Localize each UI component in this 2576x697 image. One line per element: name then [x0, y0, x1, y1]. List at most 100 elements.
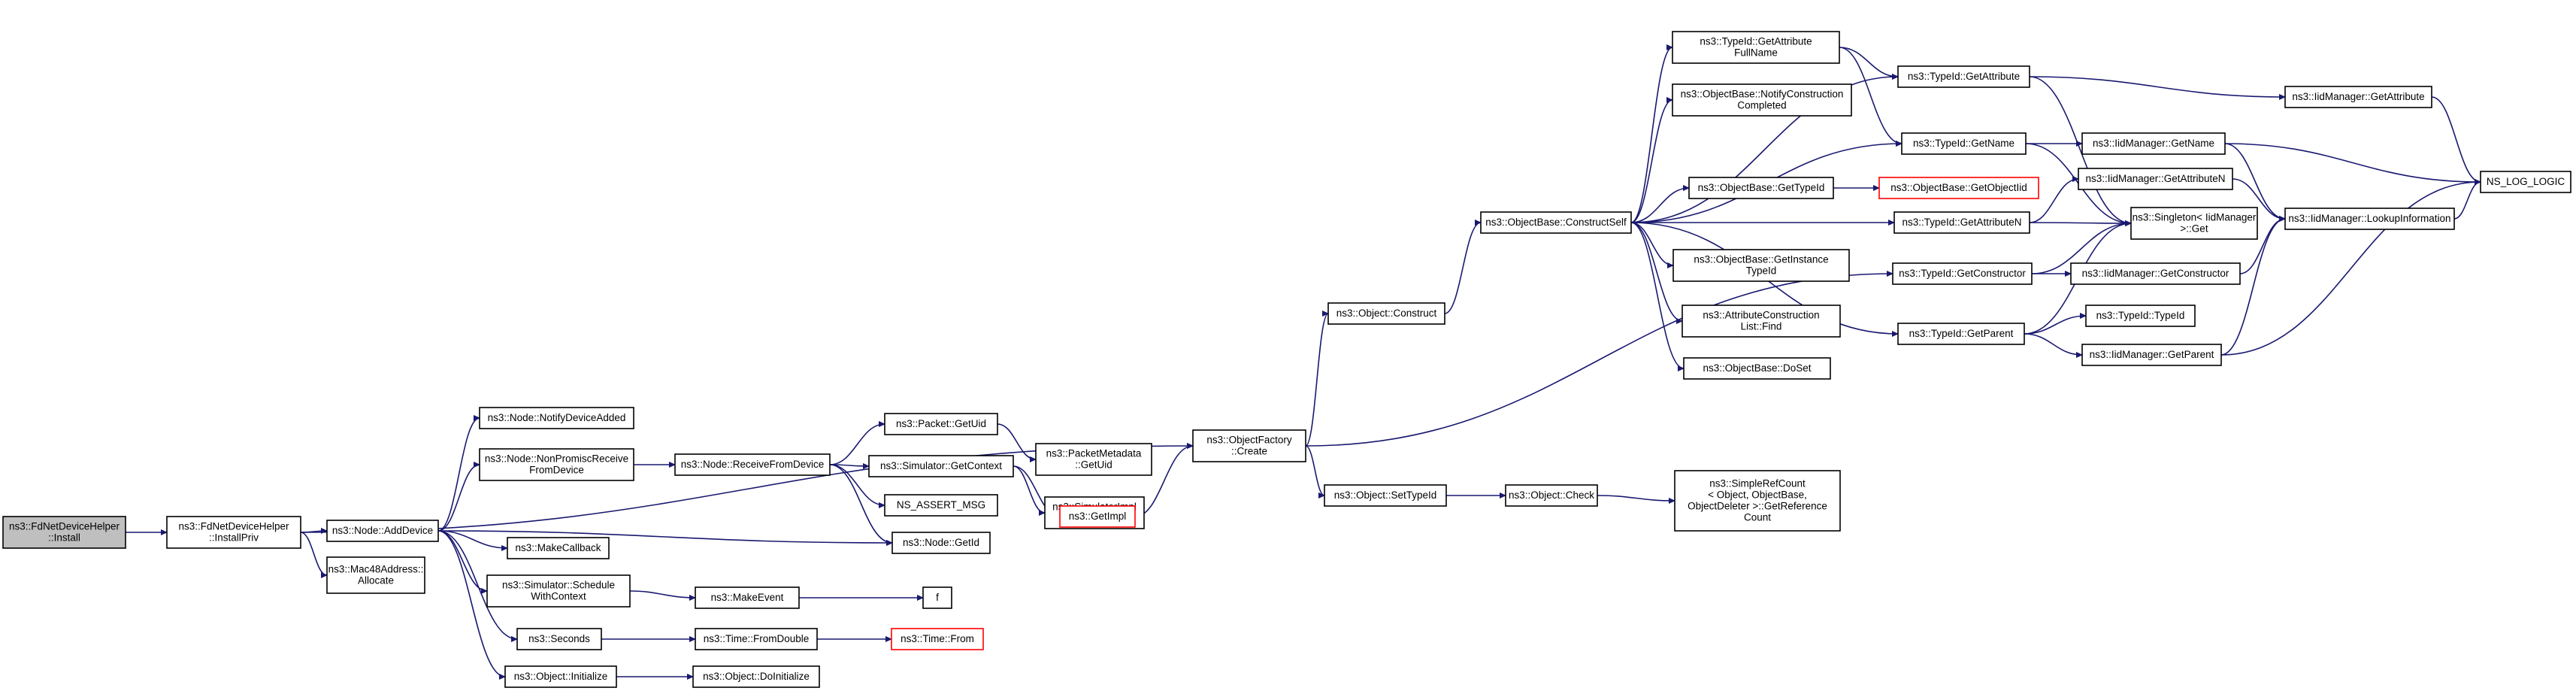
node-ns3-typeid-getattributen[interactable]: ns3::TypeId::GetAttributeN: [1893, 211, 2030, 234]
node-box[interactable]: [486, 574, 631, 608]
node-box[interactable]: [1674, 470, 1841, 532]
node-ns3-packet-getuid[interactable]: ns3::Packet::GetUid: [884, 413, 998, 435]
node-box[interactable]: [2284, 86, 2432, 108]
node-box[interactable]: [2078, 168, 2233, 190]
edge-n24-n26: [1444, 223, 1481, 314]
node-box[interactable]: [1505, 484, 1598, 507]
node-box[interactable]: [922, 586, 952, 609]
node-box[interactable]: [1683, 357, 1831, 380]
node-box[interactable]: [1324, 484, 1447, 507]
node-ns3-typeid-typeid[interactable]: ns3::TypeId::TypeId: [2085, 305, 2196, 327]
node-ns3-iidmanager-getparent[interactable]: ns3::IidManager::GetParent: [2081, 344, 2222, 366]
node-label: WithContext: [531, 591, 586, 602]
node-box[interactable]: [1192, 429, 1306, 462]
node-box[interactable]: [507, 537, 610, 559]
node-ns3-object-doinitialize[interactable]: ns3::Object::DoInitialize: [692, 665, 820, 688]
node-ns3-iidmanager-lookupinformation[interactable]: ns3::IidManager::LookupInformation: [2284, 208, 2455, 230]
node-ns3-fdnetdevicehelper-installpriv[interactable]: ns3::FdNetDeviceHelper::InstallPriv: [166, 516, 301, 549]
node-ns3-node-notifydeviceadded[interactable]: ns3::Node::NotifyDeviceAdded: [479, 407, 634, 429]
node-ns3-simplerefcount-object-objectbase-objectdeleter-getrefere[interactable]: ns3::SimpleRefCount< Object, ObjectBase,…: [1674, 470, 1841, 532]
node-box[interactable]: [479, 407, 634, 429]
node-box[interactable]: [884, 494, 998, 517]
node-box[interactable]: [516, 628, 602, 650]
node-ns3-singleton-iidmanager-get[interactable]: ns3::Singleton< IidManager>::Get: [2130, 207, 2258, 240]
node-ns3-makeevent[interactable]: ns3::MakeEvent: [695, 586, 800, 609]
node-box[interactable]: [2284, 208, 2455, 230]
node-box[interactable]: [891, 532, 991, 554]
node-box[interactable]: [479, 448, 634, 481]
node-box[interactable]: [1672, 249, 1850, 282]
node-box[interactable]: [2, 516, 126, 549]
node-box[interactable]: [1682, 305, 1841, 338]
node-box[interactable]: [166, 516, 301, 549]
node-ns3-iidmanager-getattributen[interactable]: ns3::IidManager::GetAttributeN: [2078, 168, 2233, 190]
node-box[interactable]: [1035, 443, 1152, 476]
node-box[interactable]: [1672, 83, 1852, 117]
node-ns3-mac48address-allocate[interactable]: ns3::Mac48Address::Allocate: [326, 556, 425, 594]
node-ns3-iidmanager-getconstructor[interactable]: ns3::IidManager::GetConstructor: [2070, 262, 2241, 285]
node-box[interactable]: [2085, 305, 2196, 327]
node-ns3-typeid-getattribute[interactable]: ns3::TypeId::GetAttribute: [1897, 65, 2030, 88]
node-ns3-simulator-getcontext[interactable]: ns3::Simulator::GetContext: [868, 455, 1014, 477]
node-box[interactable]: [884, 413, 998, 435]
node-box[interactable]: [1897, 65, 2030, 88]
node-box[interactable]: [891, 628, 984, 650]
node-ns3-object-construct[interactable]: ns3::Object::Construct: [1327, 302, 1445, 325]
node-box[interactable]: [695, 586, 800, 609]
node-ns3-typeid-getconstructor[interactable]: ns3::TypeId::GetConstructor: [1892, 262, 2033, 285]
node-box[interactable]: [1059, 505, 1136, 528]
node-ns3-object-check[interactable]: ns3::Object::Check: [1505, 484, 1598, 507]
node-box[interactable]: [1893, 211, 2030, 234]
node-box[interactable]: [1901, 132, 2027, 155]
node-box[interactable]: [326, 556, 425, 594]
node-ns3-objectfactory-create[interactable]: ns3::ObjectFactory::Create: [1192, 429, 1306, 462]
node-box[interactable]: [504, 665, 617, 688]
node-box[interactable]: [2480, 171, 2571, 193]
node-ns3-getimpl[interactable]: ns3::GetImpl: [1059, 505, 1136, 528]
node-ns3-objectbase-constructself[interactable]: ns3::ObjectBase::ConstructSelf: [1480, 211, 1632, 234]
node-box[interactable]: [2070, 262, 2241, 285]
node-ns3-objectbase-notifyconstruction-completed[interactable]: ns3::ObjectBase::NotifyConstructionCompl…: [1672, 83, 1852, 117]
node-ns-assert-msg[interactable]: NS_ASSERT_MSG: [884, 494, 998, 517]
node-box[interactable]: [1892, 262, 2033, 285]
node-ns3-typeid-getname[interactable]: ns3::TypeId::GetName: [1901, 132, 2027, 155]
node-ns3-objectbase-getobjectiid[interactable]: ns3::ObjectBase::GetObjectIid: [1878, 177, 2039, 199]
node-ns3-iidmanager-getattribute[interactable]: ns3::IidManager::GetAttribute: [2284, 86, 2432, 108]
node-ns3-seconds[interactable]: ns3::Seconds: [516, 628, 602, 650]
node-box[interactable]: [868, 455, 1014, 477]
node-ns3-fdnetdevicehelper-install[interactable]: ns3::FdNetDeviceHelper::Install: [2, 516, 126, 549]
node-box[interactable]: [2130, 207, 2258, 240]
node-box[interactable]: [1897, 323, 2025, 345]
node-ns3-packetmetadata-getuid[interactable]: ns3::PacketMetadata::GetUid: [1035, 443, 1152, 476]
node-ns3-iidmanager-getname[interactable]: ns3::IidManager::GetName: [2081, 132, 2226, 155]
node-box[interactable]: [2081, 132, 2226, 155]
node-ns3-node-receivefromdevice[interactable]: ns3::Node::ReceiveFromDevice: [674, 453, 831, 476]
node-box[interactable]: [1480, 211, 1632, 234]
node-box[interactable]: [1688, 177, 1834, 199]
node-ns3-node-getid[interactable]: ns3::Node::GetId: [891, 532, 991, 554]
node-ns3-time-fromdouble[interactable]: ns3::Time::FromDouble: [695, 628, 818, 650]
node-ns3-object-settypeid[interactable]: ns3::Object::SetTypeId: [1324, 484, 1447, 507]
node-box[interactable]: [1672, 31, 1840, 64]
node-ns3-typeid-getparent[interactable]: ns3::TypeId::GetParent: [1897, 323, 2025, 345]
node-box[interactable]: [692, 665, 820, 688]
node-ns3-time-from[interactable]: ns3::Time::From: [891, 628, 984, 650]
node-box[interactable]: [1878, 177, 2039, 199]
node-f[interactable]: f: [922, 586, 952, 609]
node-ns3-object-initialize[interactable]: ns3::Object::Initialize: [504, 665, 617, 688]
node-box[interactable]: [326, 520, 439, 542]
node-box[interactable]: [695, 628, 818, 650]
node-box[interactable]: [1327, 302, 1445, 325]
node-box[interactable]: [674, 453, 831, 476]
node-ns3-node-adddevice[interactable]: ns3::Node::AddDevice: [326, 520, 439, 542]
node-ns-log-logic[interactable]: NS_LOG_LOGIC: [2480, 171, 2571, 193]
node-ns3-objectbase-doset[interactable]: ns3::ObjectBase::DoSet: [1683, 357, 1831, 380]
node-box[interactable]: [2081, 344, 2222, 366]
node-ns3-makecallback[interactable]: ns3::MakeCallback: [507, 537, 610, 559]
node-ns3-objectbase-gettypeid[interactable]: ns3::ObjectBase::GetTypeId: [1688, 177, 1834, 199]
